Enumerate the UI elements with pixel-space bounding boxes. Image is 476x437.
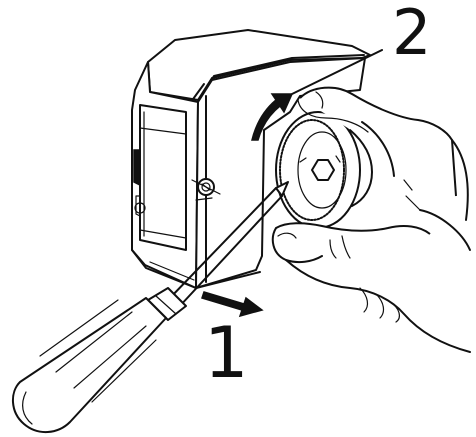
horizontal-push-arrow [201, 291, 264, 318]
step-number-1: 1 [204, 312, 249, 394]
hand [271, 86, 471, 353]
screwdriver [12, 181, 289, 433]
step-2-leader-line [291, 49, 383, 95]
curved-rotation-arrow [251, 93, 294, 141]
rotary-knob [275, 111, 361, 229]
device-housing [131, 29, 371, 289]
step-number-2: 2 [392, 0, 432, 69]
